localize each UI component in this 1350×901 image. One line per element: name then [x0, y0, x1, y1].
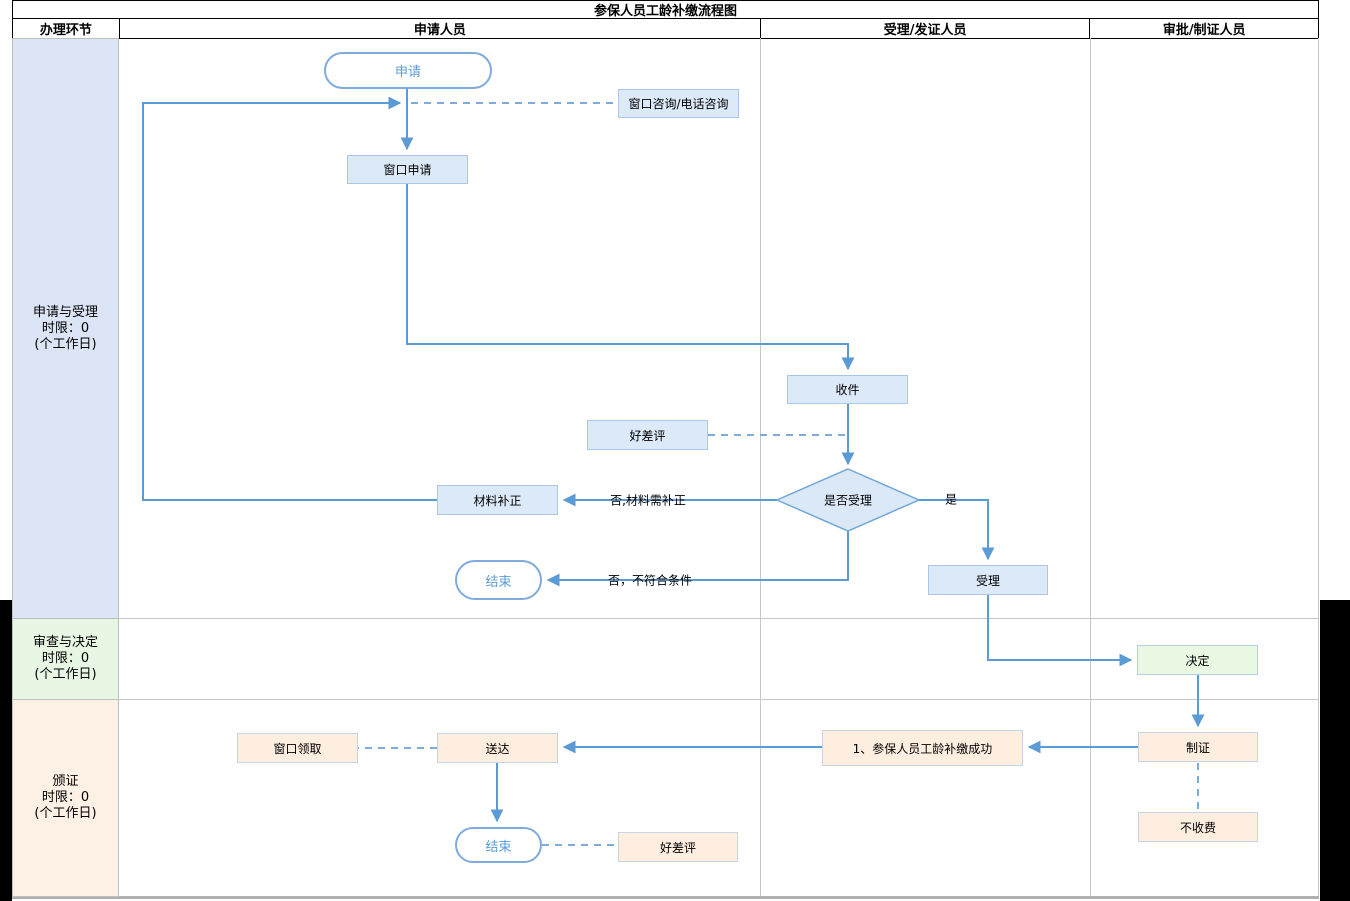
grid-right-border: [1318, 38, 1319, 896]
node-deliver: 送达: [437, 733, 558, 763]
edge-decision-to-end-mid: [546, 530, 849, 587]
lane-label-apply-accept: 申请与受理 时限：0 (个工作日): [12, 38, 119, 619]
node-accept-decision: 是否受理: [823, 493, 873, 508]
lane-label-review-decide: 审查与决定 时限：0 (个工作日): [12, 618, 119, 700]
lane3-limit: 时限：0: [41, 790, 90, 805]
node-window-apply: 窗口申请: [347, 155, 468, 184]
letterbox-right: [1320, 600, 1350, 901]
grid-col3-divider: [1090, 38, 1091, 896]
grid-lane1-divider: [12, 618, 1319, 619]
node-apply-start: 申请: [324, 52, 492, 89]
edge-label-no-material: 否,材料需补正: [610, 493, 686, 508]
node-decide: 决定: [1137, 645, 1258, 675]
lane1-name: 申请与受理: [32, 304, 98, 320]
lane1-unit: (个工作日): [34, 336, 97, 352]
node-material-fix: 材料补正: [437, 485, 558, 515]
node-make-cert: 制证: [1138, 732, 1258, 762]
header-applicant: 申请人员: [118, 19, 760, 38]
letterbox-left: [0, 600, 12, 901]
decision-diamond-shape: [775, 468, 921, 532]
lane3-unit: (个工作日): [34, 806, 97, 821]
grid-col2-divider: [760, 38, 761, 896]
lane2-limit: 时限：0: [41, 651, 90, 666]
column-header-row: 办理环节 申请人员 受理/发证人员 审批/制证人员: [12, 18, 1319, 39]
lane1-limit: 时限：0: [41, 320, 90, 336]
edge-accept-to-decide: [987, 595, 1133, 667]
header-processing-step: 办理环节: [39, 23, 92, 38]
edge-label-no-condition: 否，不符合条件: [607, 573, 693, 588]
node-end-mid: 结束: [455, 560, 542, 600]
node-review-mid: 好差评: [587, 420, 708, 450]
node-accept: 受理: [928, 565, 1048, 595]
header-approval-staff: 审批/制证人员: [1089, 19, 1318, 38]
lane2-unit: (个工作日): [34, 667, 97, 682]
edge-decision-to-accept: [917, 499, 995, 561]
edge-label-yes: 是: [944, 492, 958, 507]
node-consult: 窗口咨询/电话咨询: [618, 89, 739, 118]
header-acceptance-staff: 受理/发证人员: [759, 19, 1090, 38]
node-receive: 收件: [787, 375, 908, 404]
grid-lane2-divider: [12, 699, 1319, 700]
node-no-fee: 不收费: [1138, 812, 1258, 842]
node-review-bottom: 好差评: [618, 832, 738, 862]
lane3-name: 颁证: [52, 774, 79, 789]
lane-label-issue-cert: 颁证 时限：0 (个工作日): [12, 699, 119, 897]
grid-bottom-border: [12, 896, 1319, 899]
lane2-name: 审查与决定: [32, 635, 98, 650]
edge-window-apply-to-receive: [406, 184, 855, 371]
node-success: 1、参保人员工龄补缴成功: [822, 730, 1023, 766]
edge-material-fix-loop: [142, 96, 437, 501]
node-end-bottom: 结束: [455, 827, 542, 863]
node-window-pickup: 窗口领取: [237, 733, 358, 763]
